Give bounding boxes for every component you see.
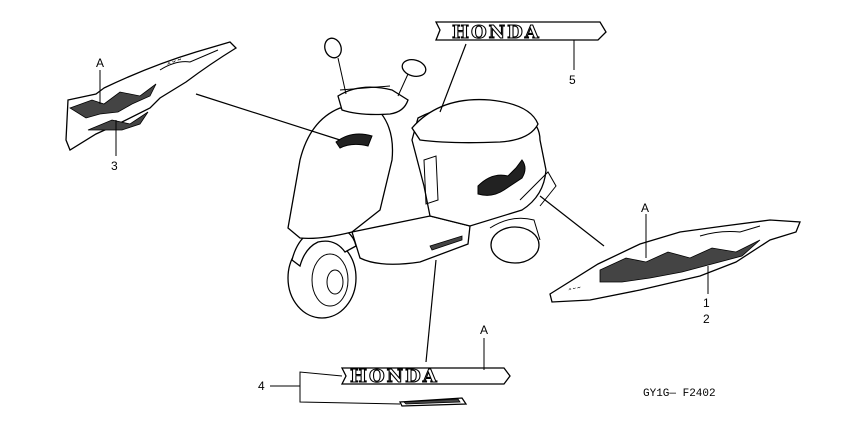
decal-part-3: ˆ˘˜ (65, 41, 238, 151)
callout-marker-a-right: A (641, 201, 649, 215)
callout-part-2: 2 (703, 312, 710, 326)
svg-text:ˆ˘˜: ˆ˘˜ (567, 286, 583, 299)
honda-text-top: HONDA (452, 22, 541, 43)
decal-part-1-2: ˆ˘˜ (549, 219, 801, 303)
honda-stripe-part-4: HONDA (340, 365, 511, 407)
callout-part-1: 1 (703, 296, 710, 310)
diagram-code: GY1G— F2402 (643, 388, 716, 400)
callout-part-5: 5 (569, 73, 576, 87)
honda-text-bottom: HONDA (350, 366, 439, 387)
leader-lines (99, 40, 709, 405)
callout-part-3: 3 (111, 159, 118, 173)
scooter-illustration (287, 37, 557, 319)
honda-stripe-part-5: HONDA (434, 21, 607, 44)
callout-part-4: 4 (258, 379, 265, 393)
callout-marker-a-left: A (96, 56, 104, 70)
svg-text:ˆ˘˜: ˆ˘˜ (165, 57, 185, 75)
callout-marker-a-bottom: A (480, 323, 488, 337)
